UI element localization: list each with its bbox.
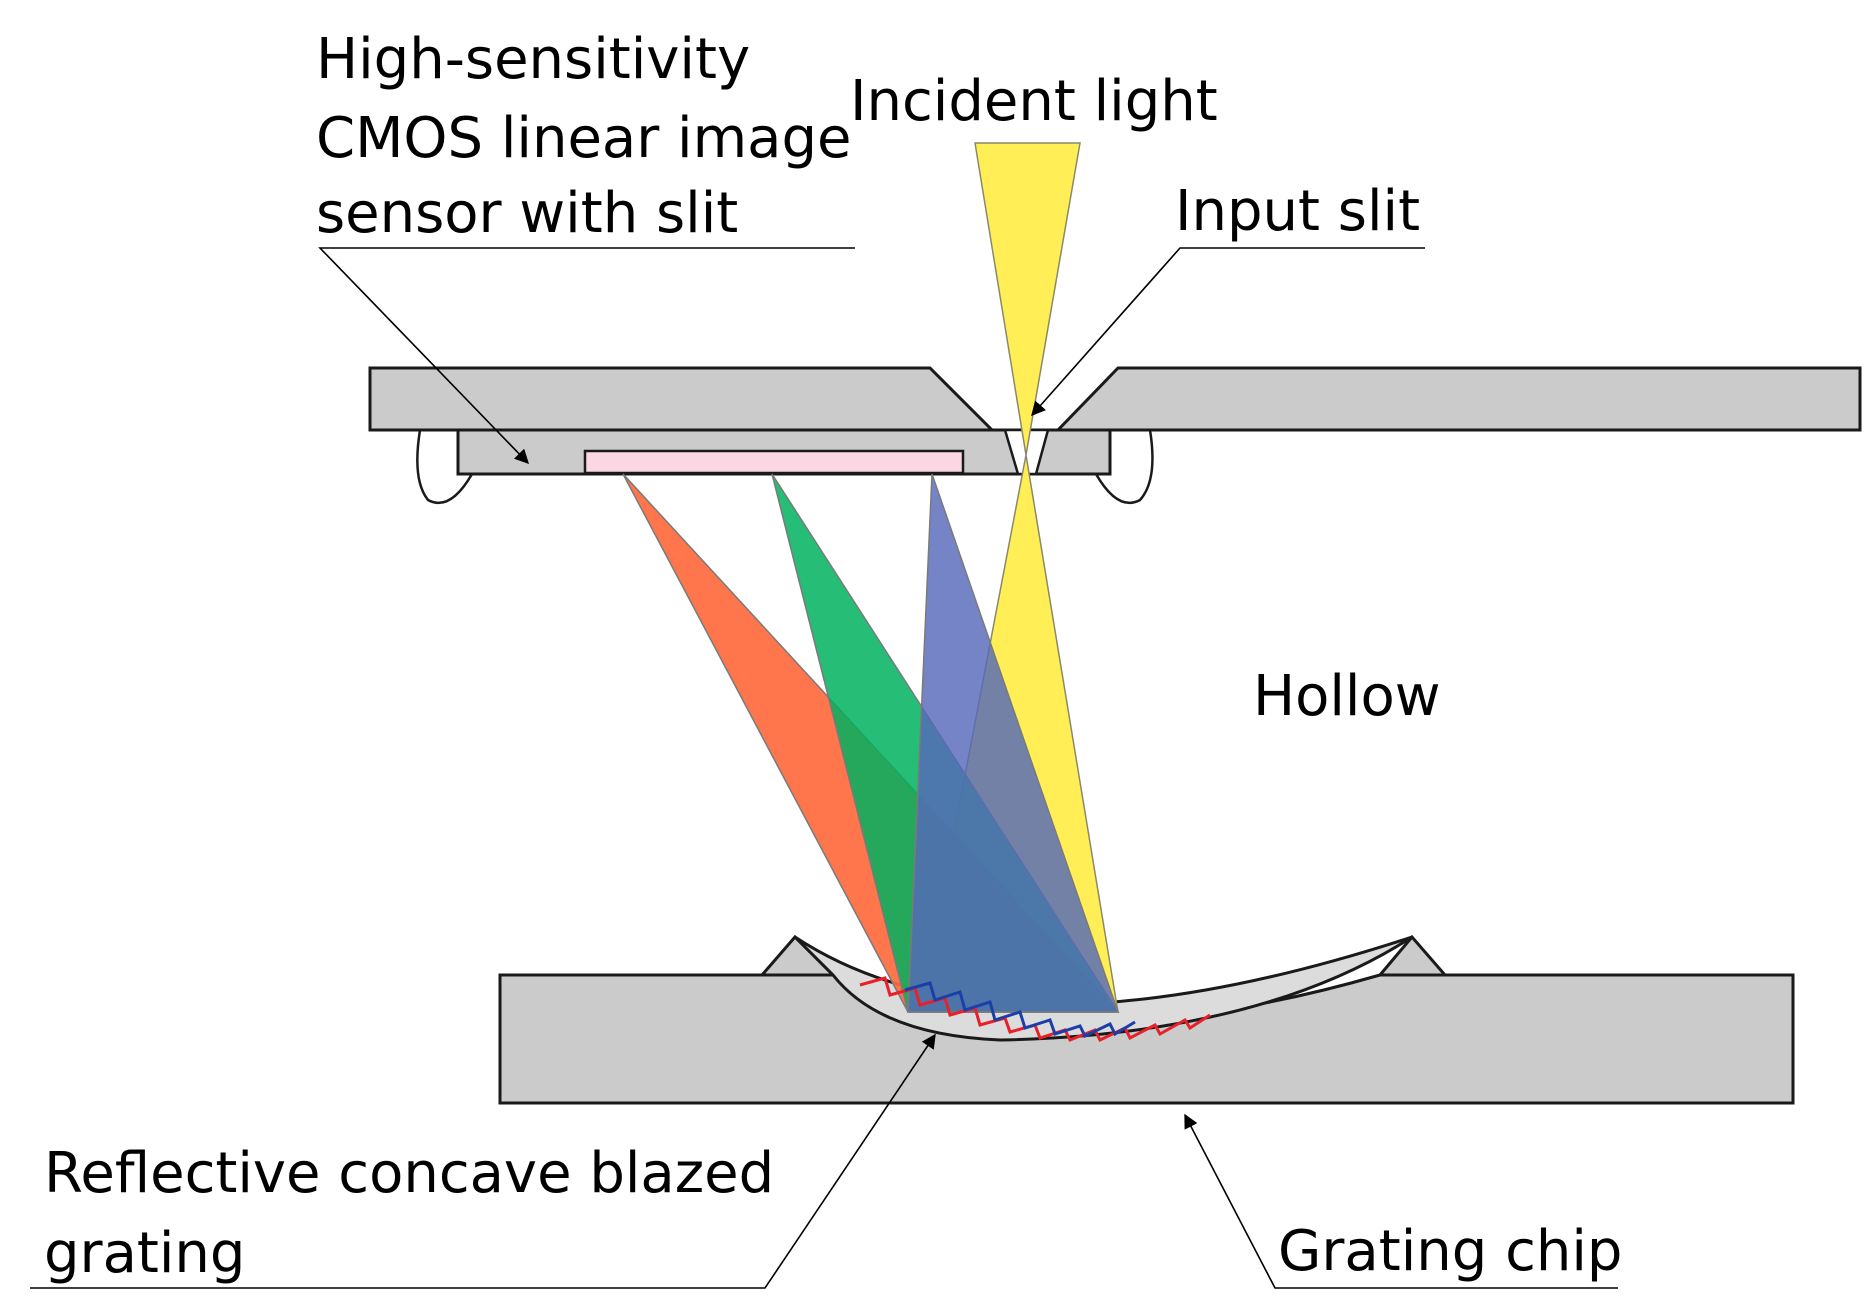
sensor-leader-line xyxy=(318,247,855,465)
grating-chip-right-rim xyxy=(1376,934,1449,977)
grating-sawtooth-blue xyxy=(904,981,1136,1038)
incident-light-beam-upper xyxy=(974,142,1081,456)
solder-bump-left xyxy=(416,429,474,505)
sensor-label-line-3: sensor with slit xyxy=(316,181,738,246)
grating-sawtooth-red xyxy=(859,976,1211,1042)
sensor-label-line-1: High-sensitivity xyxy=(316,27,750,92)
top-plate-left xyxy=(368,366,996,432)
cmos-sensor-strip xyxy=(583,449,965,475)
grating-chip-label: Grating chip xyxy=(1278,1219,1622,1284)
chip-leader-line xyxy=(1184,1113,1618,1289)
grating-label-line-2: grating xyxy=(44,1221,245,1286)
incident-light-label: Incident light xyxy=(850,69,1218,134)
grating-leader-line xyxy=(30,1033,936,1289)
solder-bump-right xyxy=(1094,429,1154,505)
grating-chip-body xyxy=(498,973,1795,1105)
top-plate-right xyxy=(1054,366,1862,432)
hollow-label: Hollow xyxy=(1253,664,1441,729)
slit-leader-line xyxy=(1031,247,1425,417)
grating-label-line-1: Reflective concave blazed xyxy=(44,1141,774,1206)
sensor-label: High-sensitivity CMOS linear image senso… xyxy=(316,27,869,246)
blue-diffracted-beam xyxy=(907,473,1120,1013)
sensor-label-line-2: CMOS linear image xyxy=(316,106,851,171)
input-slit-label: Input slit xyxy=(1175,179,1420,244)
grating-label: Reflective concave blazed grating xyxy=(44,1141,792,1286)
